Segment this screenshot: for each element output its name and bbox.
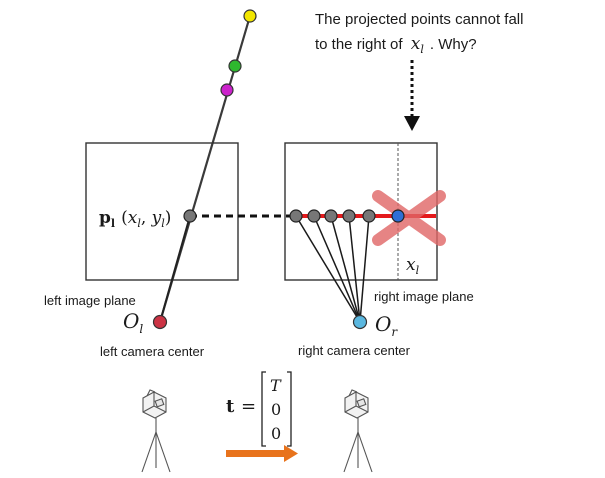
question-line-2: to the right of xl. Why? [315, 34, 477, 56]
left-center-label: left camera center [100, 344, 205, 359]
tripod-icon [343, 418, 373, 473]
bracket-right [287, 371, 292, 447]
cross-icon [372, 190, 446, 246]
translation-component-0: T [270, 376, 282, 395]
right-center-label: right camera center [298, 343, 411, 358]
point-green [228, 59, 242, 73]
bracket-left [261, 371, 266, 447]
left-point-label: pl(xl, yl) [99, 208, 171, 230]
translation-arrow-icon [226, 445, 298, 462]
question-line-1: The projected points cannot fall [315, 11, 523, 28]
translation-equals: = [241, 396, 256, 417]
left-camera-icon [141, 389, 171, 473]
left-center-symbol: Ol [123, 309, 143, 336]
right-projected-points [289, 209, 376, 223]
translation-vector: t = T 0 0 [226, 371, 292, 447]
xl-bound-label: xl [406, 255, 420, 277]
camera-icon [142, 389, 167, 419]
translation-component-1: 0 [271, 400, 281, 419]
left-image-point [183, 209, 197, 223]
left-image-plane [85, 142, 239, 281]
left-ray [159, 215, 191, 323]
point-yellow [243, 9, 257, 23]
right-camera-center [352, 314, 368, 330]
right-center-symbol: Or [375, 312, 398, 339]
right-ray-fan [295, 215, 370, 323]
translation-component-2: 0 [271, 424, 281, 443]
left-camera-center [152, 314, 168, 330]
right-point-blue [391, 209, 405, 223]
translation-vector-name: t [226, 396, 235, 417]
camera-icon [344, 389, 369, 419]
right-plane-label: right image plane [374, 289, 474, 304]
tripod-icon [141, 418, 171, 473]
dotted-arrow-icon [404, 60, 420, 131]
right-image-plane [284, 142, 438, 281]
left-plane-label: left image plane [44, 293, 136, 308]
point-magenta [220, 83, 234, 97]
right-camera-icon [343, 389, 373, 473]
